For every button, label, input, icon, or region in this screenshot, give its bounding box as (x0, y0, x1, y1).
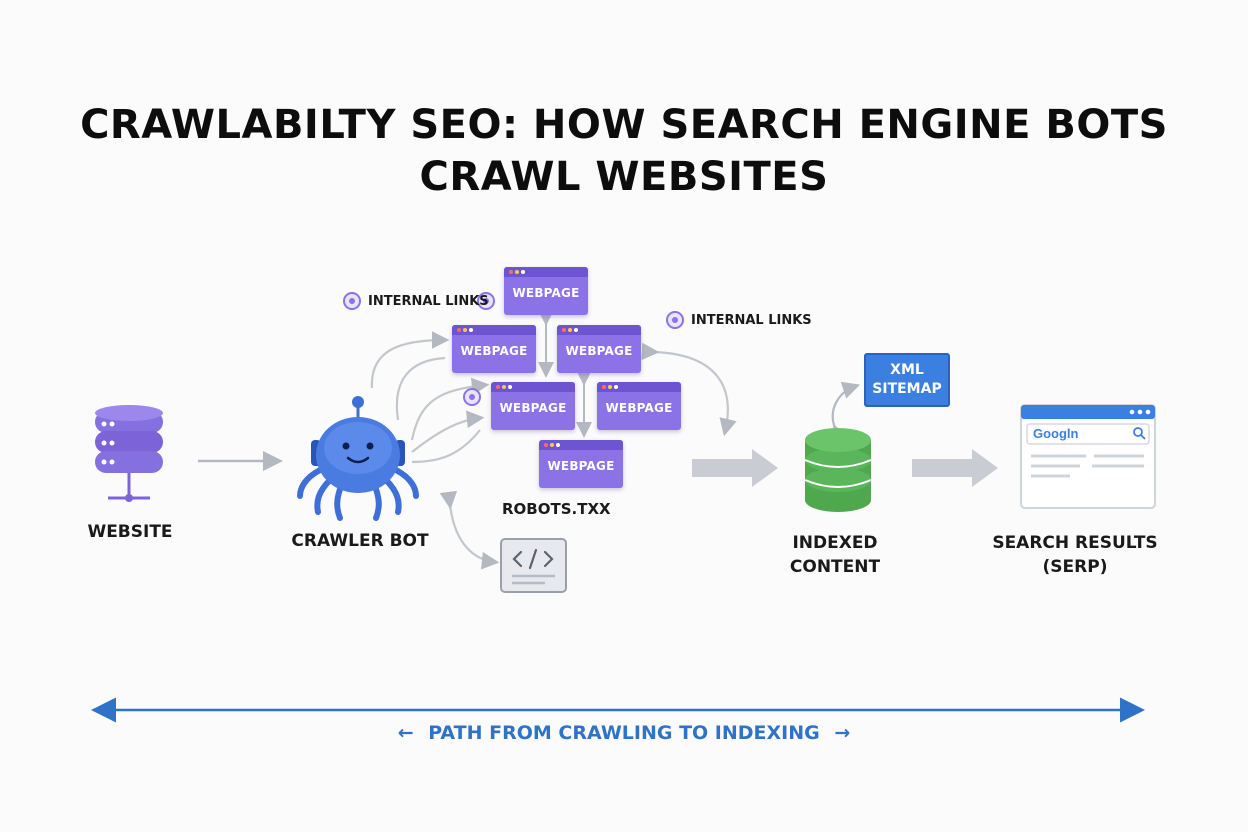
webpage-card-label: WEBPAGE (512, 286, 580, 300)
indexed-content-label: INDEXED CONTENT (770, 531, 900, 579)
webpage-card-label: WEBPAGE (605, 401, 673, 415)
serp-line-1: SEARCH RESULTS (992, 533, 1158, 553)
internal-links-label-left: INTERNAL LINKS (368, 294, 489, 309)
page-title-line-1: CRAWLABILTY SEO: HOW SEARCH ENGINE BOTS (80, 102, 1168, 148)
left-arrow-icon: ← (397, 722, 414, 744)
search-engine-logo: Googln (1033, 426, 1079, 441)
internal-links-label-right: INTERNAL LINKS (691, 313, 812, 328)
page-title-line-2: CRAWL WEBSITES (419, 154, 829, 200)
robots-label: ROBOTS.TXX (502, 500, 611, 518)
crawler-bot-label: CRAWLER BOT (291, 531, 429, 551)
arrow-internal-links-right (641, 342, 737, 437)
indexed-line-2: CONTENT (789, 557, 881, 577)
path-caption-text: PATH FROM CRAWLING TO INDEXING (428, 722, 820, 744)
path-caption: ← PATH FROM CRAWLING TO INDEXING → (0, 722, 1248, 744)
webpage-card-label: WEBPAGE (547, 459, 615, 473)
webpage-card-label: WEBPAGE (499, 401, 567, 415)
flow-arrow-to-index (692, 449, 778, 487)
right-arrow-icon: → (834, 722, 851, 744)
arrows-between-pages (538, 310, 592, 438)
serp-label: SEARCH RESULTS (SERP) (985, 531, 1165, 579)
xml-sitemap-box: XML SITEMAP (864, 353, 950, 407)
webpage-card: WEBPAGE (491, 382, 575, 430)
arrow-sitemap-to-db (831, 381, 861, 444)
webpage-card: WEBPAGE (452, 325, 536, 373)
webpage-card-label: WEBPAGE (460, 344, 528, 358)
webpage-card: WEBPAGE (557, 325, 641, 373)
sitemap-line-1: XML (890, 362, 924, 378)
arrows-bot-to-pages (370, 331, 490, 464)
serp-line-2: (SERP) (1042, 557, 1108, 577)
indexed-line-1: INDEXED (792, 533, 878, 553)
arrow-bot-to-robots (439, 490, 500, 570)
webpage-card: WEBPAGE (597, 382, 681, 430)
webpage-card: WEBPAGE (539, 440, 623, 488)
website-label: WEBSITE (87, 522, 173, 542)
webpage-card-label: WEBPAGE (565, 344, 633, 358)
webpage-card: WEBPAGE (504, 267, 588, 315)
flow-arrow-to-serp (912, 449, 998, 487)
sitemap-line-2: SITEMAP (872, 381, 942, 397)
